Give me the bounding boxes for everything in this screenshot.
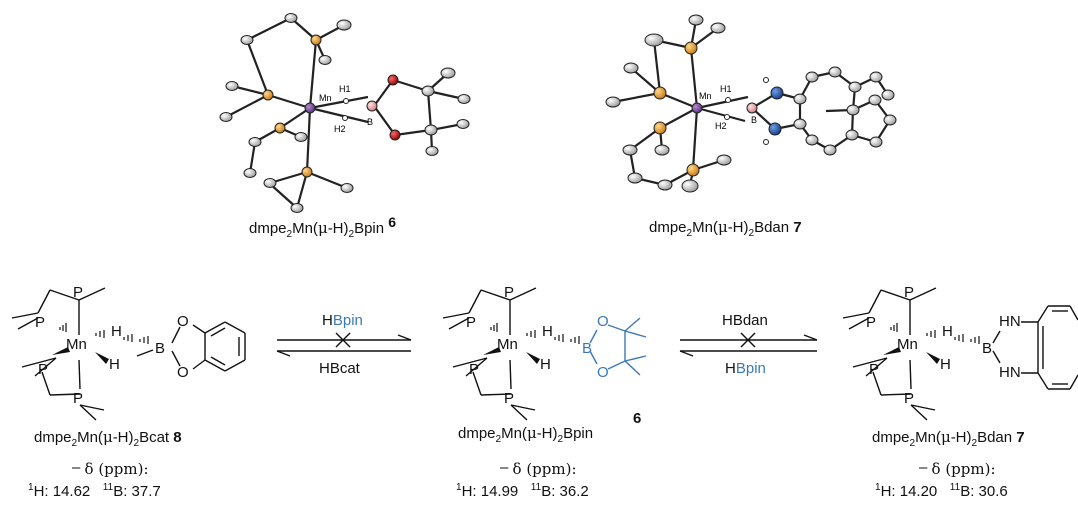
- s7-b: B: [982, 340, 993, 357]
- s8-p-top: P: [73, 284, 84, 301]
- s8-o1: O: [177, 313, 189, 330]
- s6-name: dmpe2Mn(μ-H)2Bpin: [458, 424, 594, 445]
- crystal-6-label-h2: H2: [334, 124, 346, 134]
- structure-6-dashes: [490, 323, 580, 344]
- crystal-6-label-mn: Mn: [319, 93, 332, 103]
- s8-p-left: P: [35, 314, 46, 331]
- s6-o2: O: [597, 364, 609, 381]
- s6-p-top: P: [504, 284, 515, 301]
- s6-p-left2: P: [469, 361, 480, 378]
- crystal-7-label-h1: H1: [720, 84, 732, 94]
- s7-p-left: P: [866, 314, 877, 331]
- s7-h2: H: [940, 356, 951, 373]
- equilibrium-arrow-2: [679, 332, 818, 357]
- s7-nmr: – δ (ppm): 1H: 14.20 11B: 30.6: [875, 459, 1008, 500]
- s8-p-left2: P: [38, 361, 49, 378]
- structure-7-wedge-1: [883, 347, 901, 355]
- arrow2-bottom-reagent: HBpin: [725, 360, 766, 377]
- s8-p-bottom: P: [73, 390, 84, 407]
- s7-mn: Mn: [897, 336, 918, 353]
- s8-b: B: [155, 340, 166, 357]
- crystal-7-caption: dmpe2Mn(μ-H)2Bdan 7: [649, 218, 802, 239]
- structure-6-wedge-1: [483, 347, 501, 355]
- crystal-7-label-mn: Mn: [699, 91, 712, 101]
- s6-h2: H: [540, 356, 551, 373]
- structure-7-dashes: [890, 323, 980, 344]
- arrow1-top-reagent: HBpin: [322, 312, 363, 329]
- structure-8-bonds: [11, 287, 246, 421]
- arrow2-top-reagent: HBdan: [722, 312, 768, 329]
- crystal-6-label-h1: H1: [339, 84, 351, 94]
- s6-nmr: – δ (ppm): 1H: 14.99 11B: 36.2: [456, 459, 589, 500]
- s6-number: 6: [633, 410, 642, 427]
- crystal-structure-6: [225, 17, 465, 209]
- s8-h1: H: [111, 323, 122, 340]
- s7-hn2: HN: [999, 364, 1021, 381]
- structure-6-bonds: [442, 287, 537, 421]
- structure-7-bonds: [842, 287, 1078, 421]
- s6-b: B: [582, 340, 593, 357]
- crystal-atoms-7: [605, 14, 897, 193]
- s6-mn: Mn: [497, 336, 518, 353]
- s6-o1: O: [597, 313, 609, 330]
- structure-8-dashes: [59, 323, 149, 344]
- s8-o2: O: [177, 364, 189, 381]
- s7-p-left2: P: [869, 361, 880, 378]
- s8-mn: Mn: [66, 336, 87, 353]
- structure-8-wedge-2: [95, 352, 109, 364]
- crystal-6-label-b: B: [367, 117, 373, 127]
- s6-p-bottom: P: [504, 390, 515, 407]
- structure-6-wedge-2: [526, 352, 540, 364]
- s7-p-top: P: [904, 284, 915, 301]
- pinacol-ring: [589, 317, 647, 376]
- s7-name: dmpe2Mn(μ-H)2Bdan 7: [872, 428, 1025, 449]
- s8-name: dmpe2Mn(μ-H)2Bcat 8: [34, 428, 182, 449]
- s7-p-bottom: P: [904, 390, 915, 407]
- s6-h1: H: [542, 323, 553, 340]
- equilibrium-arrow-1: [276, 332, 412, 357]
- s7-hn1: HN: [999, 313, 1021, 330]
- structure-7-wedge-2: [926, 352, 940, 364]
- crystal-6-caption: dmpe2Mn(μ-H)2Bpin 6: [249, 214, 397, 240]
- s8-h2: H: [109, 356, 120, 373]
- crystal-atoms-6: [219, 13, 471, 213]
- s8-nmr: – δ (ppm): 1H: 14.62 11B: 37.7: [28, 459, 161, 500]
- s7-h1: H: [942, 323, 953, 340]
- arrow1-bottom-reagent: HBcat: [319, 360, 360, 377]
- structure-8-wedge-1: [52, 347, 70, 355]
- s6-p-left: P: [466, 314, 477, 331]
- crystal-7-label-b: B: [751, 115, 757, 125]
- crystal-7-label-h2: H2: [715, 121, 727, 131]
